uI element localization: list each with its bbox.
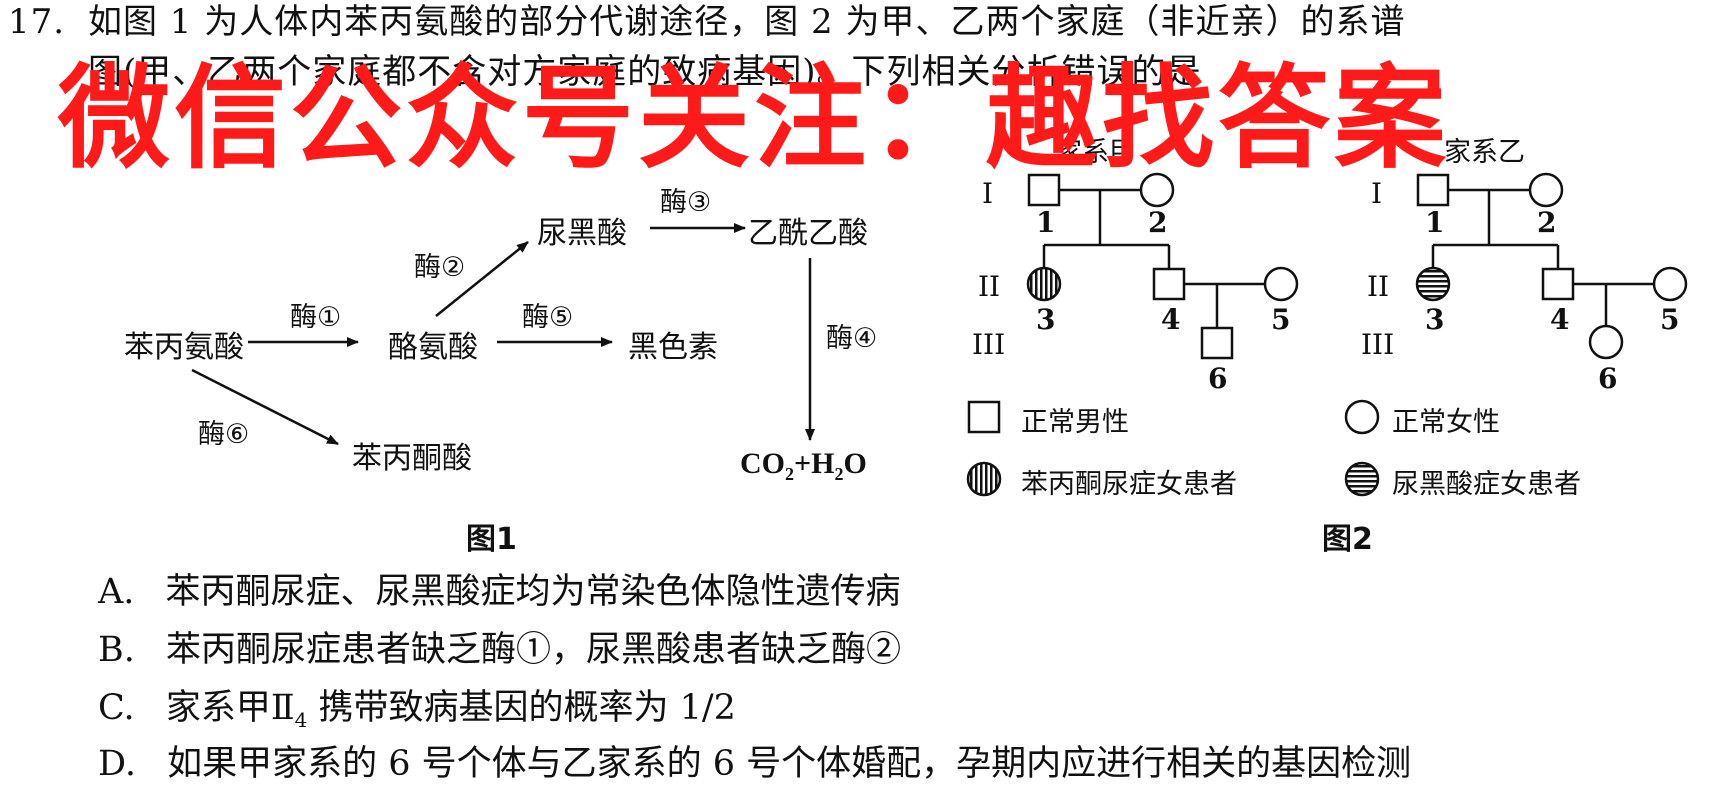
family-b-title: 家系乙 (1444, 137, 1525, 168)
generation-III-b: III (1361, 328, 1395, 361)
generation-I-a: I (982, 177, 994, 210)
pedigree-a-II4-male (1152, 267, 1186, 301)
watermark-text: 微信公众号关注：趣找答案 (58, 54, 1450, 184)
pedigree-b-II3-akp-female (1415, 266, 1451, 302)
pedigree-b-id-1: 1 (1425, 206, 1445, 239)
node-melanin: 黑色素 (628, 330, 718, 365)
legend-pku-female-symbol (966, 461, 1002, 497)
node-acetoacetate: 乙酰乙酸 (748, 216, 868, 251)
enzyme-4-label: 酶④ (826, 323, 878, 354)
pedigree-a-I1-male (1027, 173, 1061, 207)
enzyme-6-label: 酶⑥ (198, 419, 250, 450)
pedigree-b-id-4: 4 (1550, 303, 1570, 336)
legend-normal-female-symbol (1344, 399, 1380, 435)
question-stem-line2: 图(甲、乙两个家庭都不含对方家庭的致病基因)。下列相关分析错误的是 (88, 52, 1202, 92)
enzyme-2-label: 酶② (414, 252, 466, 283)
figure2-caption: 图2 (1322, 522, 1373, 557)
legend-pku-female-label: 苯丙酮尿症女患者 (1021, 469, 1237, 500)
pedigree-b-III6-female (1588, 324, 1624, 360)
arrow-tyr-hga (435, 241, 529, 317)
enzyme-1-label: 酶① (290, 302, 342, 333)
legend-normal-female-label: 正常女性 (1392, 407, 1500, 438)
legend-akp-female-label: 尿黑酸症女患者 (1392, 469, 1581, 500)
generation-I-b: I (1371, 177, 1383, 210)
generation-III-a: III (972, 328, 1006, 361)
pedigree-family-b (1415, 172, 1688, 360)
pedigree-b-II4-male (1541, 267, 1575, 301)
option-b-letter: B. (98, 630, 135, 670)
pedigree-a-III6-male (1200, 326, 1234, 360)
option-d: D. 如果甲家系的 6 号个体与乙家系的 6 号个体婚配，孕期内应进行相关的基因… (98, 744, 1411, 784)
node-co2-h2o: CO2+H2O (740, 447, 867, 484)
option-c: C. 家系甲Ⅱ4 携带致病基因的概率为 1/2 (98, 688, 736, 740)
pedigree-b-I2-female (1528, 172, 1564, 208)
legend-akp-female-symbol (1344, 461, 1380, 497)
node-phenylpyruvate: 苯丙酮酸 (352, 441, 472, 476)
pedigree-a-II5-female (1263, 266, 1299, 302)
option-a: A. 苯丙酮尿症、尿黑酸症均为常染色体隐性遗传病 (98, 572, 901, 612)
pedigree-b-id-6: 6 (1598, 362, 1618, 395)
pedigree-b-II5-female (1652, 266, 1688, 302)
generation-II-b: II (1367, 270, 1390, 303)
figure1-caption: 图1 (466, 522, 517, 557)
pedigree-b-id-5: 5 (1660, 303, 1680, 336)
pedigree-a-II3-pku-female (1026, 266, 1062, 302)
legend-normal-male-label: 正常男性 (1021, 407, 1129, 438)
node-phenylalanine: 苯丙氨酸 (124, 330, 244, 365)
option-c-text: 家系甲Ⅱ4 携带致病基因的概率为 1/2 (165, 688, 736, 732)
pedigree-family-a (1026, 172, 1299, 360)
arrow-phe-ppa (191, 368, 339, 446)
pedigree-a-id-5: 5 (1271, 303, 1291, 336)
option-a-text: 苯丙酮尿症、尿黑酸症均为常染色体隐性遗传病 (165, 572, 901, 612)
option-b-text: 苯丙酮尿症患者缺乏酶①，尿黑酸患者缺乏酶② (166, 630, 902, 670)
option-b: B. 苯丙酮尿症患者缺乏酶①，尿黑酸患者缺乏酶② (98, 630, 901, 670)
enzyme-5-label: 酶⑤ (522, 302, 574, 333)
enzyme-3-label: 酶③ (660, 187, 712, 218)
pedigree-b-id-3: 3 (1425, 303, 1445, 336)
legend-normal-male-symbol (967, 400, 1001, 434)
node-tyrosine: 酪氨酸 (388, 330, 478, 365)
option-d-letter: D. (98, 744, 136, 784)
pedigree-a-id-6: 6 (1208, 362, 1228, 395)
option-a-letter: A. (98, 572, 135, 612)
node-homogentisic-acid: 尿黑酸 (537, 216, 627, 251)
pedigree-b-id-2: 2 (1537, 206, 1557, 239)
pedigree-a-id-2: 2 (1148, 206, 1168, 239)
option-d-text: 如果甲家系的 6 号个体与乙家系的 6 号个体婚配，孕期内应进行相关的基因检测 (167, 744, 1412, 784)
pedigree-a-id-3: 3 (1036, 303, 1056, 336)
option-c-letter: C. (98, 688, 135, 728)
question-stem-line1: 如图 1 为人体内苯丙氨酸的部分代谢途径，图 2 为甲、乙两个家庭（非近亲）的系… (88, 2, 1406, 42)
family-a-title: 家系甲 (1055, 137, 1136, 168)
pedigree-a-id-1: 1 (1036, 206, 1056, 239)
question-number: 17. (8, 2, 66, 42)
generation-II-a: II (978, 270, 1001, 303)
pedigree-a-id-4: 4 (1161, 303, 1181, 336)
